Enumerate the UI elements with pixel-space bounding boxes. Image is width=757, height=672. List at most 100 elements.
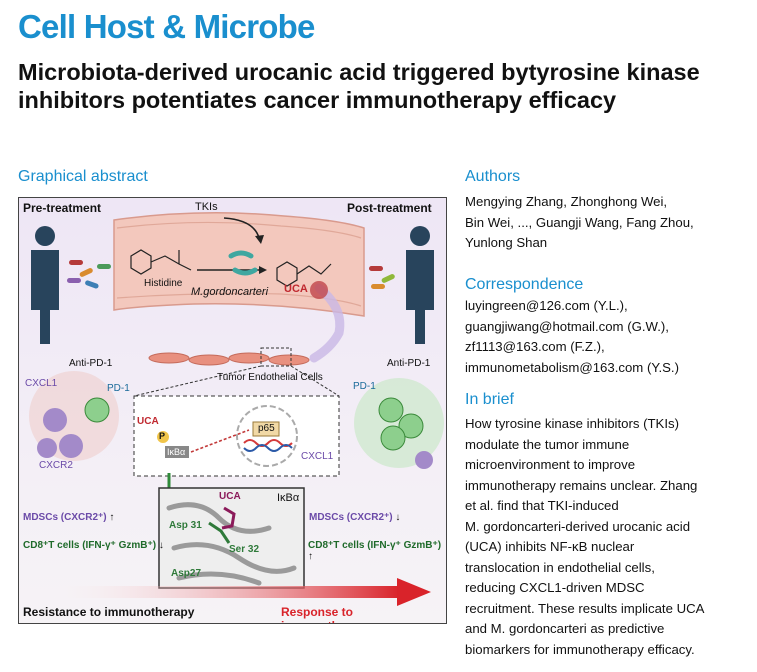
correspondence-email[interactable]: luyingreen@126.com (Y.L.), [465, 298, 628, 313]
patient-body-left [31, 250, 59, 344]
tki-arrowhead [255, 235, 264, 244]
authors-heading: Authors [465, 168, 521, 185]
correspondence-heading: Correspondence [465, 276, 584, 293]
in-brief-line: microenvironment to improve [465, 457, 636, 472]
in-brief-heading: In brief [465, 391, 514, 408]
progress-arrowhead [397, 578, 431, 606]
intestine-band [113, 212, 365, 317]
tki-arrow [223, 217, 260, 239]
patient-head-right [410, 226, 430, 246]
tkis-label: TKIs [195, 201, 218, 213]
histidine-ring [130, 249, 152, 275]
asp27-label: Asp27 [171, 568, 202, 579]
phospho-label: P [159, 431, 166, 441]
in-brief-line: et al. find that TKI-induced [465, 498, 619, 513]
authors-list: Mengying Zhang, Zhonghong Wei, Bin Wei, … [465, 192, 750, 254]
in-brief-line: (UCA) inhibits NF-κB nuclear [465, 539, 635, 554]
in-brief-line: biomarkers for immunotherapy efficacy. [465, 641, 695, 657]
uca-ligand [221, 506, 236, 530]
graphical-abstract-illustration [29, 212, 444, 606]
t-cell [380, 425, 406, 451]
zoom-box [260, 347, 292, 367]
patient-head-left [35, 226, 55, 246]
article-title: Microbiota-derived urocanic acid trigger… [18, 59, 700, 113]
reaction-arrowhead [259, 266, 267, 274]
m-gordoncarteri-bacteria [228, 250, 258, 276]
binding-residues [208, 521, 231, 544]
in-brief-line: modulate the tumor immune [465, 436, 630, 452]
ikba-label: IκBα [167, 447, 186, 457]
anti-pd1-right-label: Anti-PD-1 [387, 358, 431, 369]
mdsc-right-label: MDSCs (CXCR2⁺) ↓ [309, 512, 401, 523]
asp31-label: Asp 31 [169, 520, 202, 531]
ikba-box [165, 446, 189, 458]
in-brief-text: How tyrosine kinase inhibitors (TKIs) mo… [465, 414, 750, 660]
uca-chain [296, 263, 332, 275]
histidine-chain [150, 250, 192, 271]
inhibition-line [190, 429, 250, 453]
mdsc-left-label: MDSCs (CXCR2⁺) ↑ [23, 512, 115, 523]
histidine-label: Histidine [144, 278, 183, 289]
t-cell [84, 397, 110, 423]
protein-ribbons [166, 502, 297, 586]
anti-pd1-left-label: Anti-PD-1 [69, 358, 113, 369]
mdsc-cell [37, 438, 57, 458]
response-label: Response to immunotherapy [281, 605, 371, 623]
in-brief-line: translocation in endothelial cells, [465, 559, 655, 575]
cxcr2-label: CXCR2 [39, 460, 73, 471]
intestine-fold [116, 292, 362, 307]
cd8-right-label: CD8⁺T cells (IFN-γ⁺ GzmB⁺) ↑ [308, 540, 442, 562]
ser32-label: Ser 32 [229, 544, 260, 555]
phospho-p [157, 431, 169, 443]
endothelial-cells [148, 352, 310, 366]
pd1-right-label: PD-1 [353, 381, 376, 392]
pd1-left-label: PD-1 [107, 383, 130, 394]
intestine-fold [116, 221, 362, 239]
resistance-label: Resistance to immunotherapy [23, 605, 195, 619]
authors-line: Bin Wei, ..., Guangji Wang, Fang Zhou, [465, 214, 694, 230]
zoom-line [133, 365, 262, 397]
structure-ikba-label: IκBα [277, 492, 300, 504]
authors-line: Yunlong Shan [465, 235, 548, 250]
tumor-endothelial-cells-label: Tumor Endothelial Cells [217, 372, 323, 383]
correspondence-email[interactable]: immunometabolism@163.com (Y.S.) [465, 359, 679, 375]
t-cell [398, 413, 424, 439]
mdsc-cell [59, 434, 83, 458]
correspondence-email[interactable]: zf1113@163.com (F.Z.), [465, 339, 605, 354]
uca-ring [276, 261, 298, 287]
in-brief-line: and M. gordoncarteri as predictive [465, 621, 665, 636]
in-brief-line: M. gordoncarteri-derived urocanic acid [465, 518, 691, 534]
tumor-left [29, 371, 119, 461]
cxcl1-left-label: CXCL1 [25, 378, 58, 389]
m-gordoncarteri-label: M.gordoncarteri [191, 286, 269, 298]
cd8-left-label: CD8⁺T cells (IFN-γ⁺ GzmB⁺) ↓ [23, 540, 164, 551]
p65-box [252, 421, 280, 437]
graphical-abstract: Pre-treatment Post-treatment TKIs Histid… [18, 197, 447, 624]
journal-name: Cell Host & Microbe [18, 8, 315, 45]
patient-body-right [406, 250, 434, 344]
progress-arrow-shaft [39, 586, 399, 598]
mdsc-cell [43, 408, 67, 432]
post-treatment-label: Post-treatment [347, 201, 432, 215]
in-brief-line: How tyrosine kinase inhibitors (TKIs) [465, 416, 680, 431]
correspondence-list: luyingreen@126.com (Y.L.), guangjiwang@h… [465, 296, 750, 378]
mdsc-cell [415, 451, 433, 469]
in-brief-line: recruitment. These results implicate UCA [465, 600, 705, 616]
correspondence-email[interactable]: guangjiwang@hotmail.com (G.W.), [465, 318, 669, 334]
nucleus [236, 405, 298, 467]
uca-diffusion [309, 283, 345, 363]
zoom-line [290, 365, 340, 397]
cxcl1-inset-label: CXCL1 [301, 451, 334, 462]
uca-label: UCA [284, 283, 308, 295]
dna-strand [243, 444, 293, 452]
pre-treatment-label: Pre-treatment [23, 201, 102, 215]
authors-line: Mengying Zhang, Zhonghong Wei, [465, 194, 668, 209]
bacteria-cluster-right [369, 266, 395, 289]
uca-inset-label: UCA [137, 416, 159, 427]
graphical-abstract-heading: Graphical abstract [18, 168, 148, 185]
t-cell [378, 397, 404, 423]
structure-uca-label: UCA [219, 491, 241, 502]
p65-label: p65 [258, 423, 275, 434]
uca-source [310, 281, 328, 299]
bacteria-cluster-left [67, 260, 111, 289]
